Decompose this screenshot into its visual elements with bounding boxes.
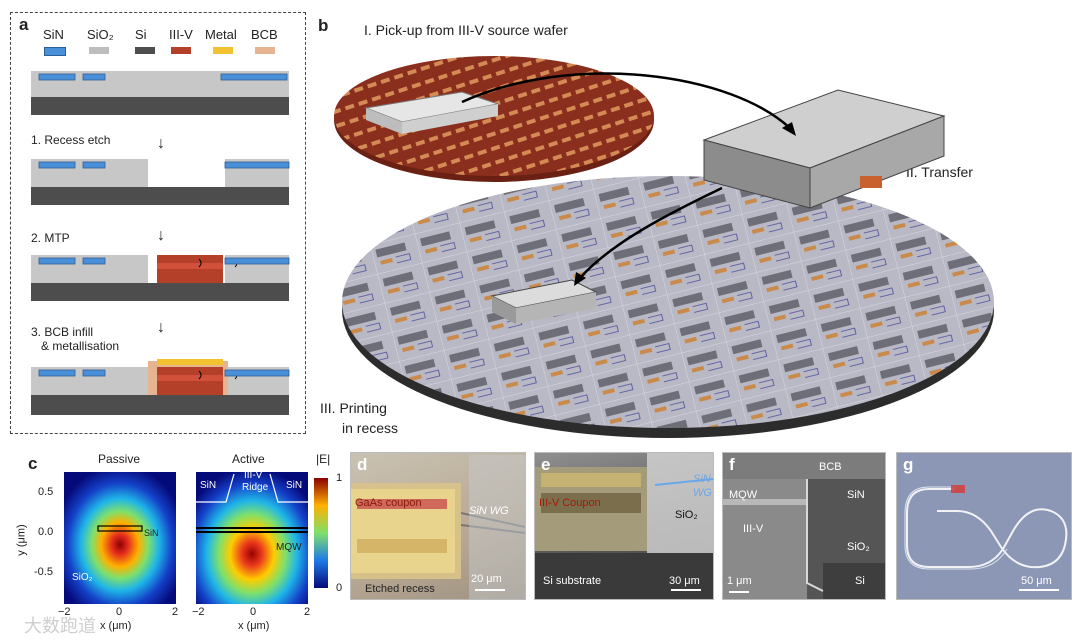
label-mqw: MQW: [276, 542, 302, 553]
legend-swatch-sin: [44, 47, 66, 56]
legend-sio2: SiO₂: [87, 27, 114, 42]
label-etched-recess: Etched recess: [365, 583, 435, 595]
transfer-printing-illustration: [334, 56, 994, 438]
scalebar-g: [1019, 589, 1059, 591]
scale-d: 20 μm: [471, 573, 502, 585]
ylabel: y (μm): [15, 524, 28, 556]
legend-swatch-si: [135, 47, 155, 54]
legend-bcb: BCB: [251, 27, 278, 42]
step-mtp: 2. MTP: [31, 231, 70, 245]
title-active: Active: [232, 452, 265, 466]
legend-swatch-iiiv: [171, 47, 191, 54]
watermark: 大数跑道: [24, 616, 96, 637]
label-mqw-f: MQW: [729, 489, 758, 501]
panel-d-micrograph: d GaAs coupon SiN WG Etched recess 20 μm: [350, 452, 526, 600]
ytick-0: 0.5: [38, 486, 54, 498]
scale-g: 50 μm: [1021, 575, 1052, 587]
scalebar-f: [729, 591, 749, 593]
panel-letter-f: f: [729, 455, 735, 474]
colorbar-min: 0: [336, 582, 343, 594]
label-sin-right: SiN: [286, 480, 303, 491]
step-arrow-3: ↓: [157, 319, 165, 336]
cross-section-initial: [31, 71, 289, 115]
panel-letter-a: a: [19, 15, 29, 34]
label-pickup: I. Pick-up from III-V source wafer: [364, 22, 568, 38]
label-transfer: II. Transfer: [906, 164, 973, 180]
label-ridge: Ridge: [242, 482, 269, 493]
panel-letter-e: e: [541, 455, 551, 474]
cross-section-mtp: [31, 255, 290, 301]
material-legend: SiN SiO₂ Si III-V Metal BCB: [11, 23, 305, 63]
label-gaas-coupon: GaAs coupon: [355, 497, 422, 509]
scalebar-e: [671, 589, 701, 591]
xtick-a-2: 2: [304, 606, 311, 618]
legend-swatch-metal: [213, 47, 233, 54]
panel-c: c Passive Active |E|: [10, 452, 350, 638]
label-si-f: Si: [855, 575, 865, 587]
scale-f: 1 μm: [727, 575, 752, 587]
scale-e: 30 μm: [669, 575, 700, 587]
step-bcb-infill-1: 3. BCB infill: [31, 325, 94, 339]
legend-swatch-bcb: [255, 47, 275, 54]
panel-e-drawing: [535, 453, 713, 599]
step-arrow-1: ↓: [157, 135, 165, 152]
xtick-p-0: −2: [58, 606, 71, 618]
panel-f-sem: f BCB MQW SiN III-V SiO₂ Si 1 μm: [722, 452, 886, 600]
step-bcb-infill-2: & metallisation: [41, 339, 120, 353]
colorbar-title: |E|: [316, 452, 331, 466]
scalebar-d: [475, 589, 505, 591]
cross-section-metallisation: [31, 359, 290, 415]
title-passive: Passive: [98, 452, 141, 466]
label-si-substrate: Si substrate: [543, 575, 602, 587]
panel-a: a SiN SiO₂ Si III-V Metal BCB 1. Recess …: [10, 12, 306, 434]
legend-iiiv: III-V: [169, 27, 193, 42]
panel-d-drawing: [351, 455, 525, 599]
label-iiiv-f: III-V: [743, 523, 764, 535]
panel-g-ring-resonator: [904, 485, 1068, 570]
label-sin-left: SiN: [200, 480, 217, 491]
step-recess-etch: 1. Recess etch: [31, 133, 111, 147]
panel-e-sem: e SiN WG III-V Coupon SiO₂ Si substrate …: [534, 452, 714, 600]
label-sio2-e: SiO₂: [675, 509, 698, 521]
label-sin-wg: SiN WG: [469, 505, 509, 517]
label-wg-e: WG: [693, 487, 712, 499]
label-iiiv-active: III-V: [244, 470, 263, 481]
xlabel-passive: x (μm): [100, 620, 132, 632]
panel-letter-b: b: [318, 16, 329, 35]
panel-letter-g: g: [903, 455, 914, 474]
xtick-a-1: 0: [250, 606, 257, 618]
legend-metal: Metal: [205, 27, 237, 42]
panel-f-drawing: [723, 453, 885, 599]
xlabel-active: x (μm): [238, 620, 270, 632]
label-sio2-passive: SiO₂: [72, 572, 93, 583]
label-sin-passive: SiN: [144, 528, 159, 538]
label-sio2-f: SiO₂: [847, 541, 870, 553]
step-arrow-2: ↓: [157, 227, 165, 244]
label-iiiv-coupon: III-V Coupon: [539, 497, 601, 509]
colorbar-max: 1: [336, 472, 343, 484]
label-sin-e: SiN: [693, 473, 711, 485]
label-sin-f: SiN: [847, 489, 865, 501]
legend-swatch-sio2: [89, 47, 109, 54]
cross-section-recess: [31, 159, 290, 205]
legend-sin: SiN: [43, 27, 64, 42]
xtick-p-2: 2: [172, 606, 179, 618]
ytick-2: -0.5: [34, 566, 53, 578]
panel-g-micrograph: g 50 μm: [896, 452, 1072, 600]
legend-si: Si: [135, 27, 147, 42]
mode-profiles: [64, 472, 328, 604]
xtick-p-1: 0: [116, 606, 123, 618]
xtick-a-0: −2: [192, 606, 205, 618]
panel-letter-c: c: [28, 454, 38, 473]
panel-b: b I. Pick-up from III-V source wafer II.…: [312, 12, 1072, 442]
label-printing-1: III. Printing: [320, 400, 387, 416]
label-printing-2: in recess: [342, 420, 399, 436]
label-bcb-f: BCB: [819, 461, 842, 473]
ytick-1: 0.0: [38, 526, 54, 538]
panel-letter-d: d: [357, 455, 368, 474]
